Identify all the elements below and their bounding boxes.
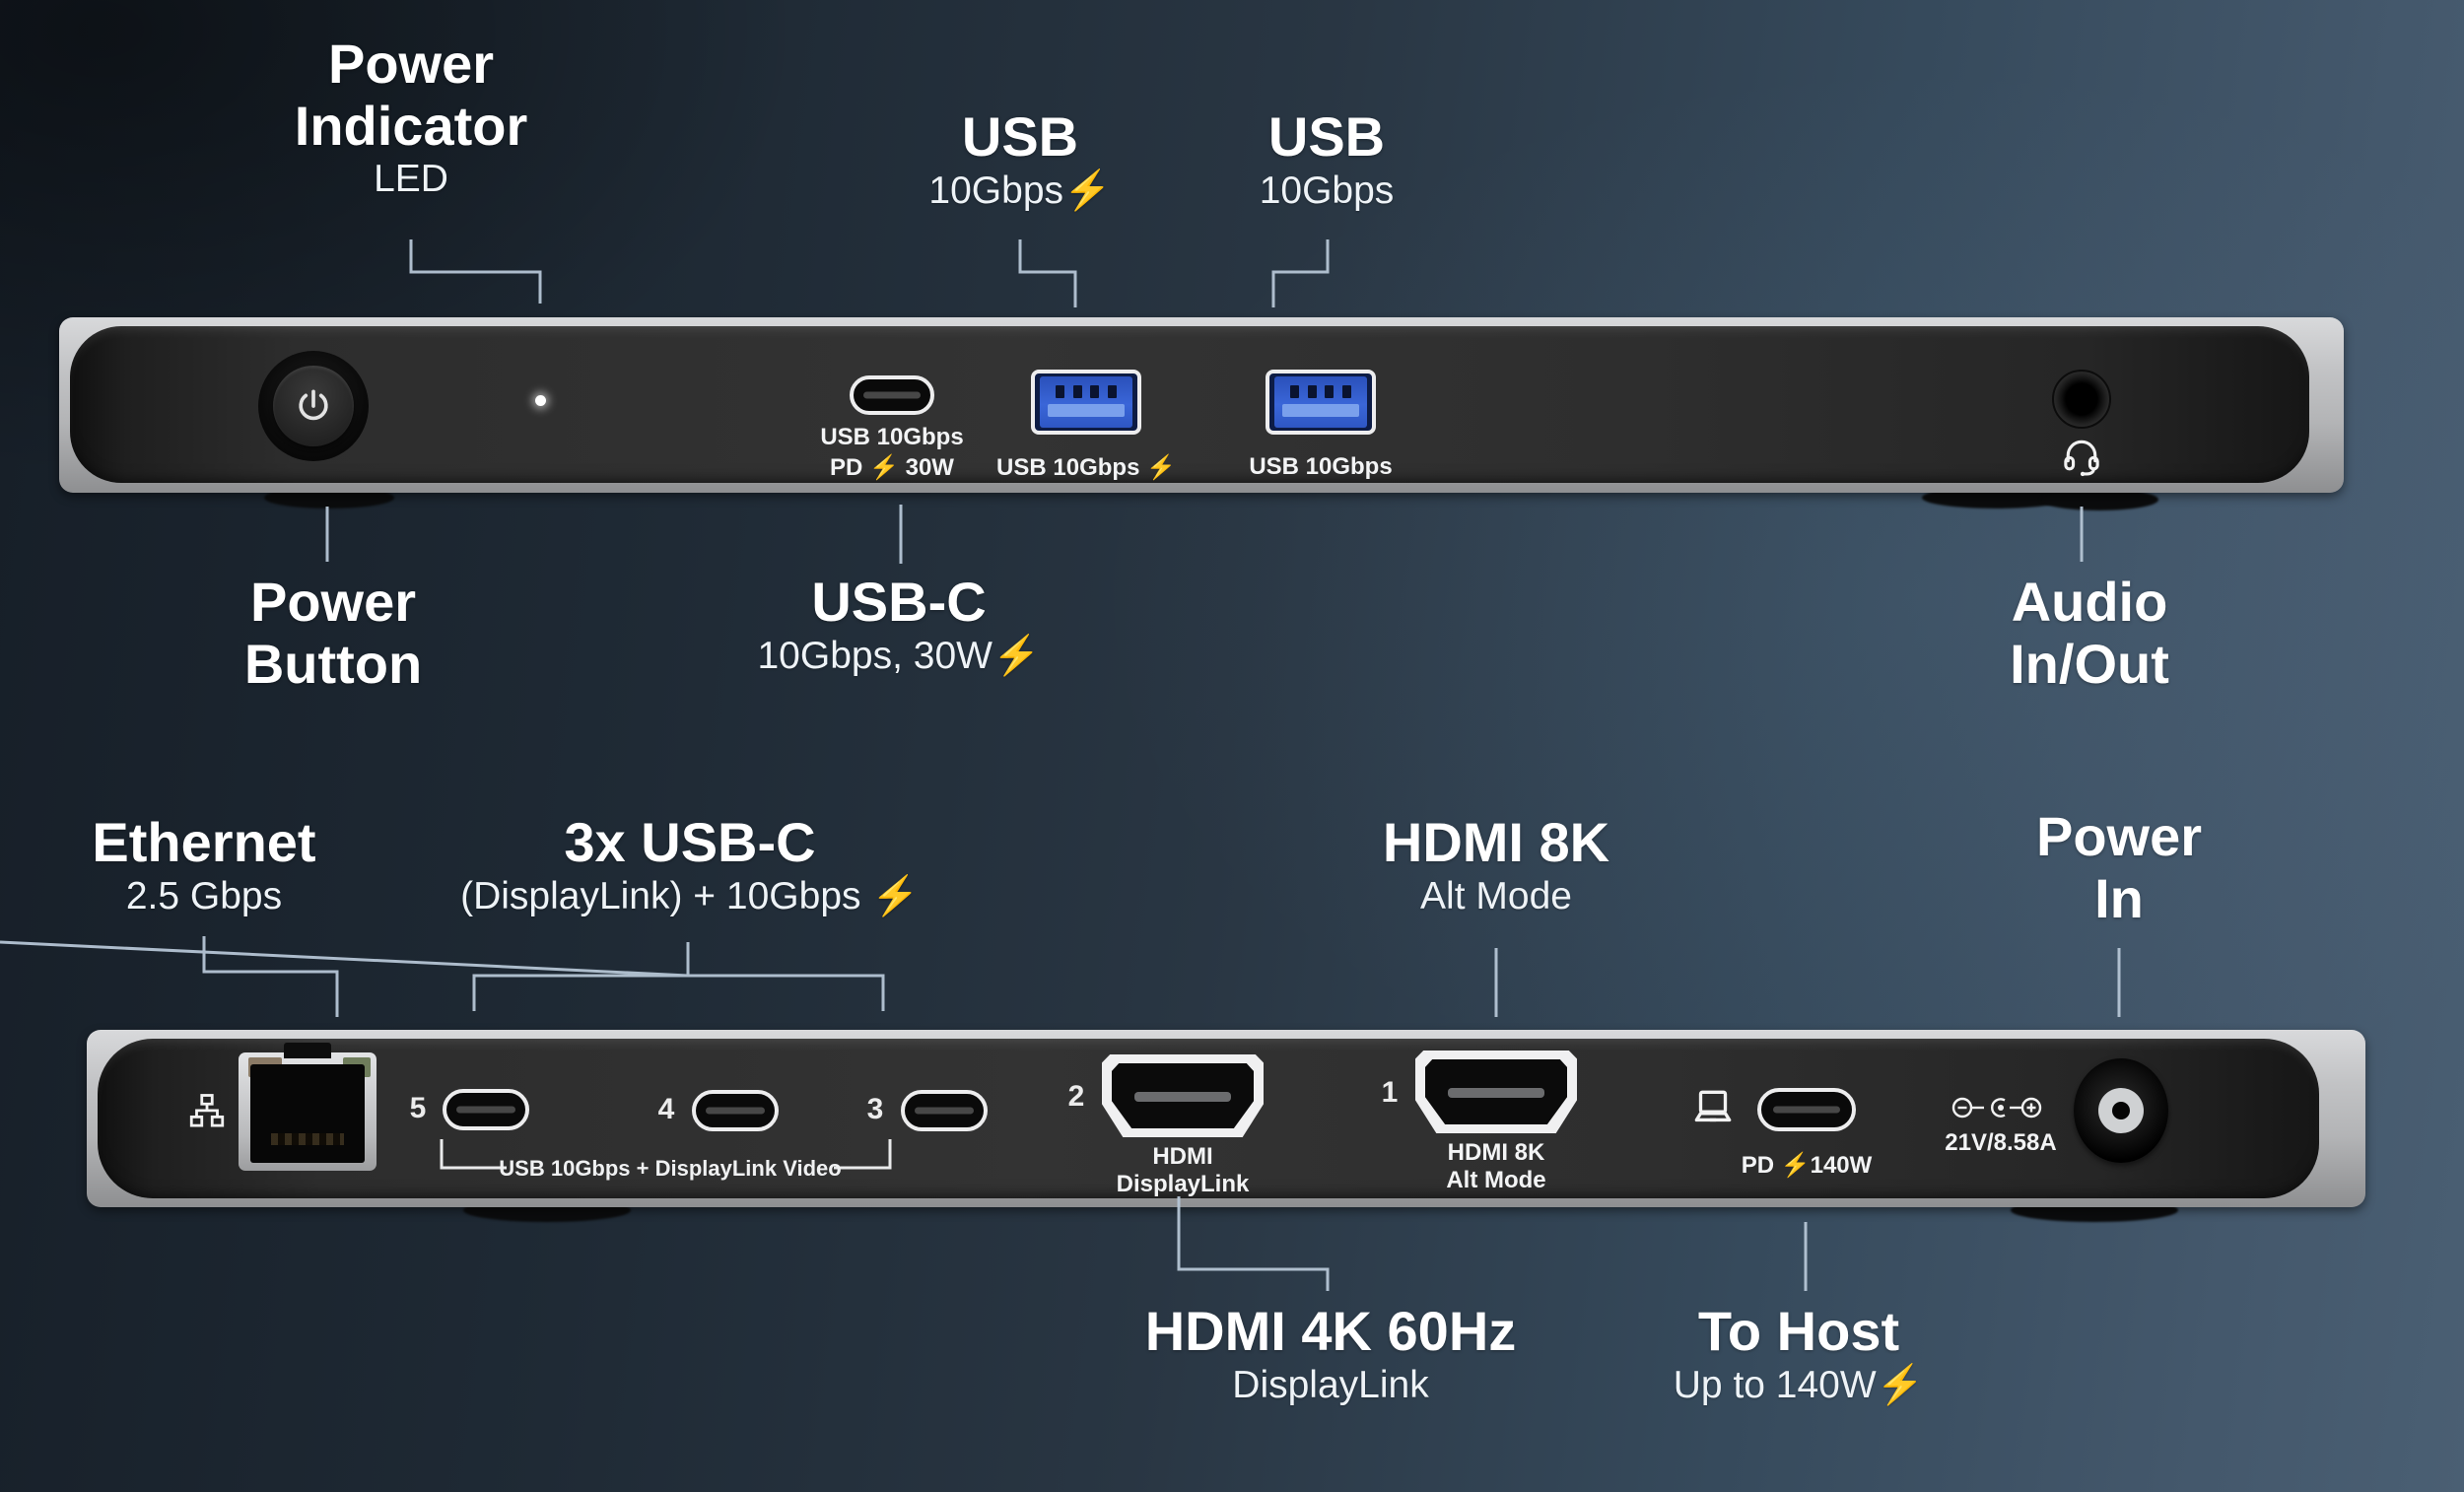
callout-title: Power	[249, 571, 417, 633]
front-foot-right-2	[2040, 489, 2158, 510]
power-indicator-led	[535, 395, 546, 406]
callout-title: In/Out	[2010, 632, 2169, 695]
callout-usb: USB 10Gbps	[1259, 105, 1395, 215]
callout-subtitle: LED	[374, 158, 448, 201]
callout-title: HDMI 4K 60Hz	[1144, 1300, 1517, 1362]
device-bracket-label: USB 10Gbps + DisplayLink Video	[499, 1156, 842, 1181]
callout-title: Audio	[2011, 571, 2168, 633]
callout-3x-usb-c: 3x USB-C (DisplayLink) + 10Gbps ⚡	[460, 811, 920, 920]
usba-port-inner	[1040, 376, 1132, 428]
host-port-label: PD ⚡140W	[1741, 1152, 1873, 1179]
center-positive-polarity-icon	[1951, 1097, 2042, 1119]
callout-subtitle: 10Gbps⚡	[928, 169, 1112, 212]
port-number-2: 2	[1067, 1080, 1085, 1113]
back-usbc-port-4	[692, 1090, 779, 1131]
front-usba-port-1	[1031, 370, 1141, 435]
callout-title: HDMI 8K	[1382, 811, 1610, 873]
hdmi-8k-port	[1415, 1051, 1577, 1133]
callout-title: Button	[243, 632, 423, 695]
hdmi-displaylink-port	[1102, 1054, 1264, 1137]
callout-title: In	[2094, 866, 2144, 929]
headset-icon	[2064, 440, 2099, 477]
callout-subtitle: (DisplayLink) + 10Gbps ⚡	[460, 874, 920, 917]
hdmi-port-tongue	[1134, 1092, 1231, 1102]
hdmi1-port-label-2: Alt Mode	[1446, 1167, 1546, 1193]
callout-subtitle: 2.5 Gbps	[125, 874, 283, 917]
power-spec-label: 21V/8.58A	[1945, 1129, 2057, 1156]
callout-subtitle: 10Gbps, 30W⚡	[757, 634, 1041, 677]
front-device-face	[70, 326, 2309, 483]
callout-subtitle: Alt Mode	[1420, 874, 1572, 917]
usba-port-tongue	[1048, 404, 1125, 418]
callout-power-button: Power Button	[243, 571, 423, 695]
audio-jack-port	[2052, 370, 2111, 429]
front-usba-port-2	[1266, 370, 1376, 435]
power-in-barrel-jack	[2074, 1058, 2168, 1163]
callout-title: USB	[1267, 105, 1386, 168]
front-usbc-port-label-2: PD ⚡ 30W	[830, 454, 954, 481]
front-usbc-port	[850, 375, 934, 415]
callout-subtitle: Up to 140W⚡	[1673, 1363, 1925, 1406]
usba-port-tongue	[1282, 404, 1359, 418]
callout-title: Power	[2035, 805, 2203, 867]
hdmi-port-cavity	[1112, 1063, 1254, 1128]
callout-title: USB-C	[811, 571, 987, 633]
ethernet-port-tab	[284, 1043, 331, 1058]
callout-hdmi-8k: HDMI 8K Alt Mode	[1382, 811, 1610, 920]
front-usbc-port-label-1: USB 10Gbps	[820, 424, 964, 450]
host-usbc-port	[1757, 1088, 1856, 1131]
front-usba-port-1-label: USB 10Gbps ⚡	[996, 454, 1176, 481]
ethernet-port-cavity	[250, 1064, 365, 1163]
power-button-cap	[273, 366, 354, 446]
usba-port-pins	[1289, 385, 1351, 398]
power-button	[258, 351, 369, 461]
port-number-5: 5	[409, 1092, 427, 1124]
hdmi-port-tongue	[1448, 1088, 1544, 1098]
callout-title: Indicator	[294, 94, 528, 157]
port-number-3: 3	[866, 1093, 884, 1125]
back-usbc-port-3	[901, 1090, 988, 1131]
callout-title: Power	[327, 33, 495, 95]
power-symbol-icon	[299, 389, 328, 421]
usba-port-pins	[1055, 385, 1117, 398]
callout-power-indicator: Power Indicator LED	[294, 33, 528, 203]
port-number-4: 4	[657, 1093, 675, 1125]
callout-power-in: Power In	[2035, 805, 2203, 929]
front-usba-port-2-label: USB 10Gbps	[1249, 453, 1393, 480]
callout-title: 3x USB-C	[564, 811, 816, 873]
lan-tree-icon	[189, 1094, 225, 1127]
callout-usb-fast: USB 10Gbps⚡	[928, 105, 1112, 215]
callout-subtitle: DisplayLink	[1232, 1363, 1429, 1406]
callout-subtitle: 10Gbps	[1259, 169, 1395, 212]
callout-ethernet: Ethernet 2.5 Gbps	[92, 811, 316, 920]
port-number-1: 1	[1381, 1076, 1399, 1109]
hdmi1-port-label-1: HDMI 8K	[1447, 1139, 1545, 1166]
callout-audio: Audio In/Out	[2010, 571, 2169, 695]
back-usbc-port-5	[443, 1089, 529, 1130]
callout-to-host: To Host Up to 140W⚡	[1673, 1300, 1925, 1409]
barrel-jack-pin	[2112, 1102, 2130, 1119]
laptop-icon	[1694, 1090, 1732, 1122]
hdmi2-port-label-1: HDMI	[1152, 1143, 1213, 1170]
callout-hdmi-4k: HDMI 4K 60Hz DisplayLink	[1144, 1300, 1517, 1409]
callout-title: Ethernet	[92, 811, 316, 873]
callout-usb-c: USB-C 10Gbps, 30W⚡	[757, 571, 1041, 680]
hdmi2-port-label-2: DisplayLink	[1116, 1171, 1250, 1197]
callout-title: USB	[961, 105, 1079, 168]
hdmi-port-cavity	[1425, 1059, 1567, 1124]
callout-title: To Host	[1697, 1300, 1900, 1362]
usba-port-inner	[1274, 376, 1367, 428]
